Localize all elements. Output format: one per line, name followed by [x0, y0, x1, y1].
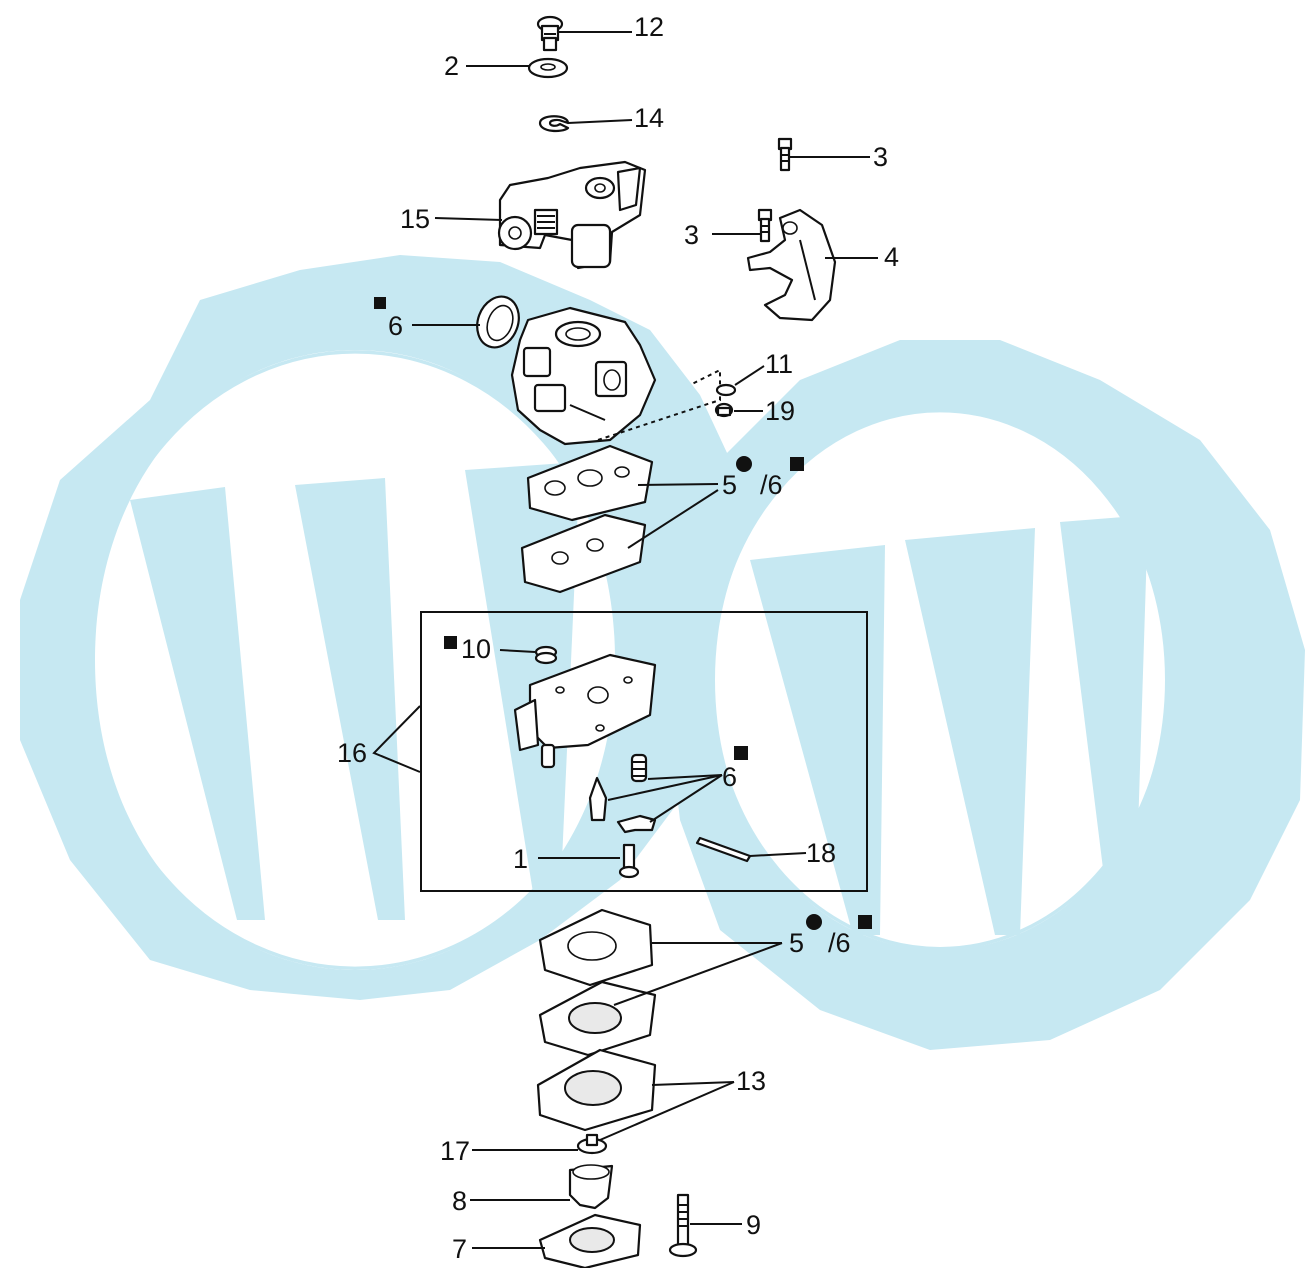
label-part-3-top: 3 [873, 142, 888, 172]
part-valve-17 [576, 1133, 608, 1155]
part-throttle-body-15 [497, 160, 647, 270]
part-needle-valve [588, 776, 608, 822]
watermark-w-right [750, 515, 1148, 935]
label-part-6-lower: /6 [828, 928, 851, 958]
part-spring-10 [534, 645, 558, 665]
label-part-2: 2 [444, 51, 459, 81]
label-part-11: 11 [765, 349, 793, 379]
part-cap-19 [714, 402, 734, 418]
label-part-15: 15 [400, 204, 430, 234]
label-part-18: 18 [806, 838, 836, 868]
kit-box-16 [420, 611, 868, 892]
part-metering-body [513, 653, 657, 769]
part-base-plate-7 [538, 1213, 642, 1270]
label-part-9: 9 [746, 1210, 761, 1240]
part-pin-18 [695, 836, 752, 863]
label-part-7: 7 [452, 1234, 467, 1264]
marker-dot [736, 456, 752, 472]
part-diaphragm-plate [520, 513, 647, 594]
marker-dot [806, 914, 822, 930]
label-part-14: 14 [634, 103, 664, 133]
marker-square [858, 915, 872, 929]
part-screw-1 [618, 843, 640, 879]
part-pump-gasket [538, 908, 654, 987]
label-part-5-lower: 5 [789, 928, 804, 958]
label-part-19: 19 [765, 396, 795, 426]
part-spring-6 [630, 753, 648, 783]
part-screw-3-top [777, 137, 793, 172]
label-part-13: 13 [736, 1066, 766, 1096]
part-bracket-4 [746, 208, 837, 322]
part-screw-3-mid [757, 208, 773, 243]
label-part-6-kit: 6 [722, 762, 737, 792]
label-part-1: 1 [513, 844, 528, 874]
part-metering-cover-13 [536, 1048, 657, 1132]
dashed-connector [597, 368, 721, 441]
part-screw-12 [536, 15, 564, 52]
label-part-4: 4 [884, 242, 899, 272]
marker-square [374, 297, 386, 309]
part-carburetor-body [510, 306, 657, 446]
marker-square [734, 746, 748, 760]
label-part-6-upper: /6 [760, 470, 783, 500]
part-ring-6 [476, 295, 520, 349]
part-washer-2 [527, 57, 569, 79]
leader-lines [372, 31, 878, 1249]
label-part-8: 8 [452, 1186, 467, 1216]
label-part-3-mid: 3 [684, 220, 699, 250]
marker-square [444, 636, 457, 649]
marker-square [790, 457, 804, 471]
part-lever [616, 814, 657, 834]
label-part-17: 17 [440, 1136, 470, 1166]
part-oring-11 [715, 383, 737, 397]
watermark-gear-left [20, 255, 735, 1000]
label-part-10: 10 [461, 634, 491, 664]
part-clip-14 [538, 115, 570, 133]
callout-labels: 12 2 14 3 15 3 4 6 11 19 5 /6 10 16 6 1 … [337, 12, 899, 1264]
watermark-w-left [130, 462, 580, 920]
label-part-6-ring: 6 [388, 311, 403, 341]
kit-markers [374, 297, 872, 930]
part-pump-diaphragm [538, 980, 657, 1057]
label-part-12: 12 [634, 12, 664, 42]
watermark-ring-right [710, 408, 1170, 951]
part-gasket-upper [526, 444, 654, 522]
part-primer-bulb-8 [568, 1164, 614, 1210]
label-part-16: 16 [337, 738, 367, 768]
watermark-logo [20, 255, 1305, 1050]
part-long-bolt-9 [668, 1193, 698, 1258]
label-part-5-upper: 5 [722, 470, 737, 500]
